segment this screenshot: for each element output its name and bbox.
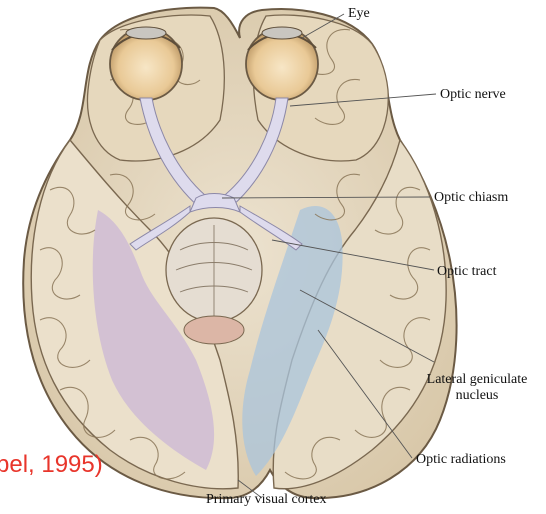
label-lgn: Lateral geniculate nucleus [412,372,542,404]
citation-text: bel, 1995) [0,451,103,479]
label-primary-visual-cortex: Primary visual cortex [206,492,327,508]
cerebellum-base [184,316,244,344]
label-eye: Eye [348,6,370,22]
label-optic-tract: Optic tract [437,264,496,280]
label-optic-radiations: Optic radiations [416,452,506,468]
right-eye [246,27,318,100]
label-optic-nerve: Optic nerve [440,87,506,103]
label-optic-chiasm: Optic chiasm [434,190,508,206]
left-eye [110,27,182,100]
label-lgn-line2: nucleus [412,388,542,404]
label-lgn-line1: Lateral geniculate [412,372,542,388]
